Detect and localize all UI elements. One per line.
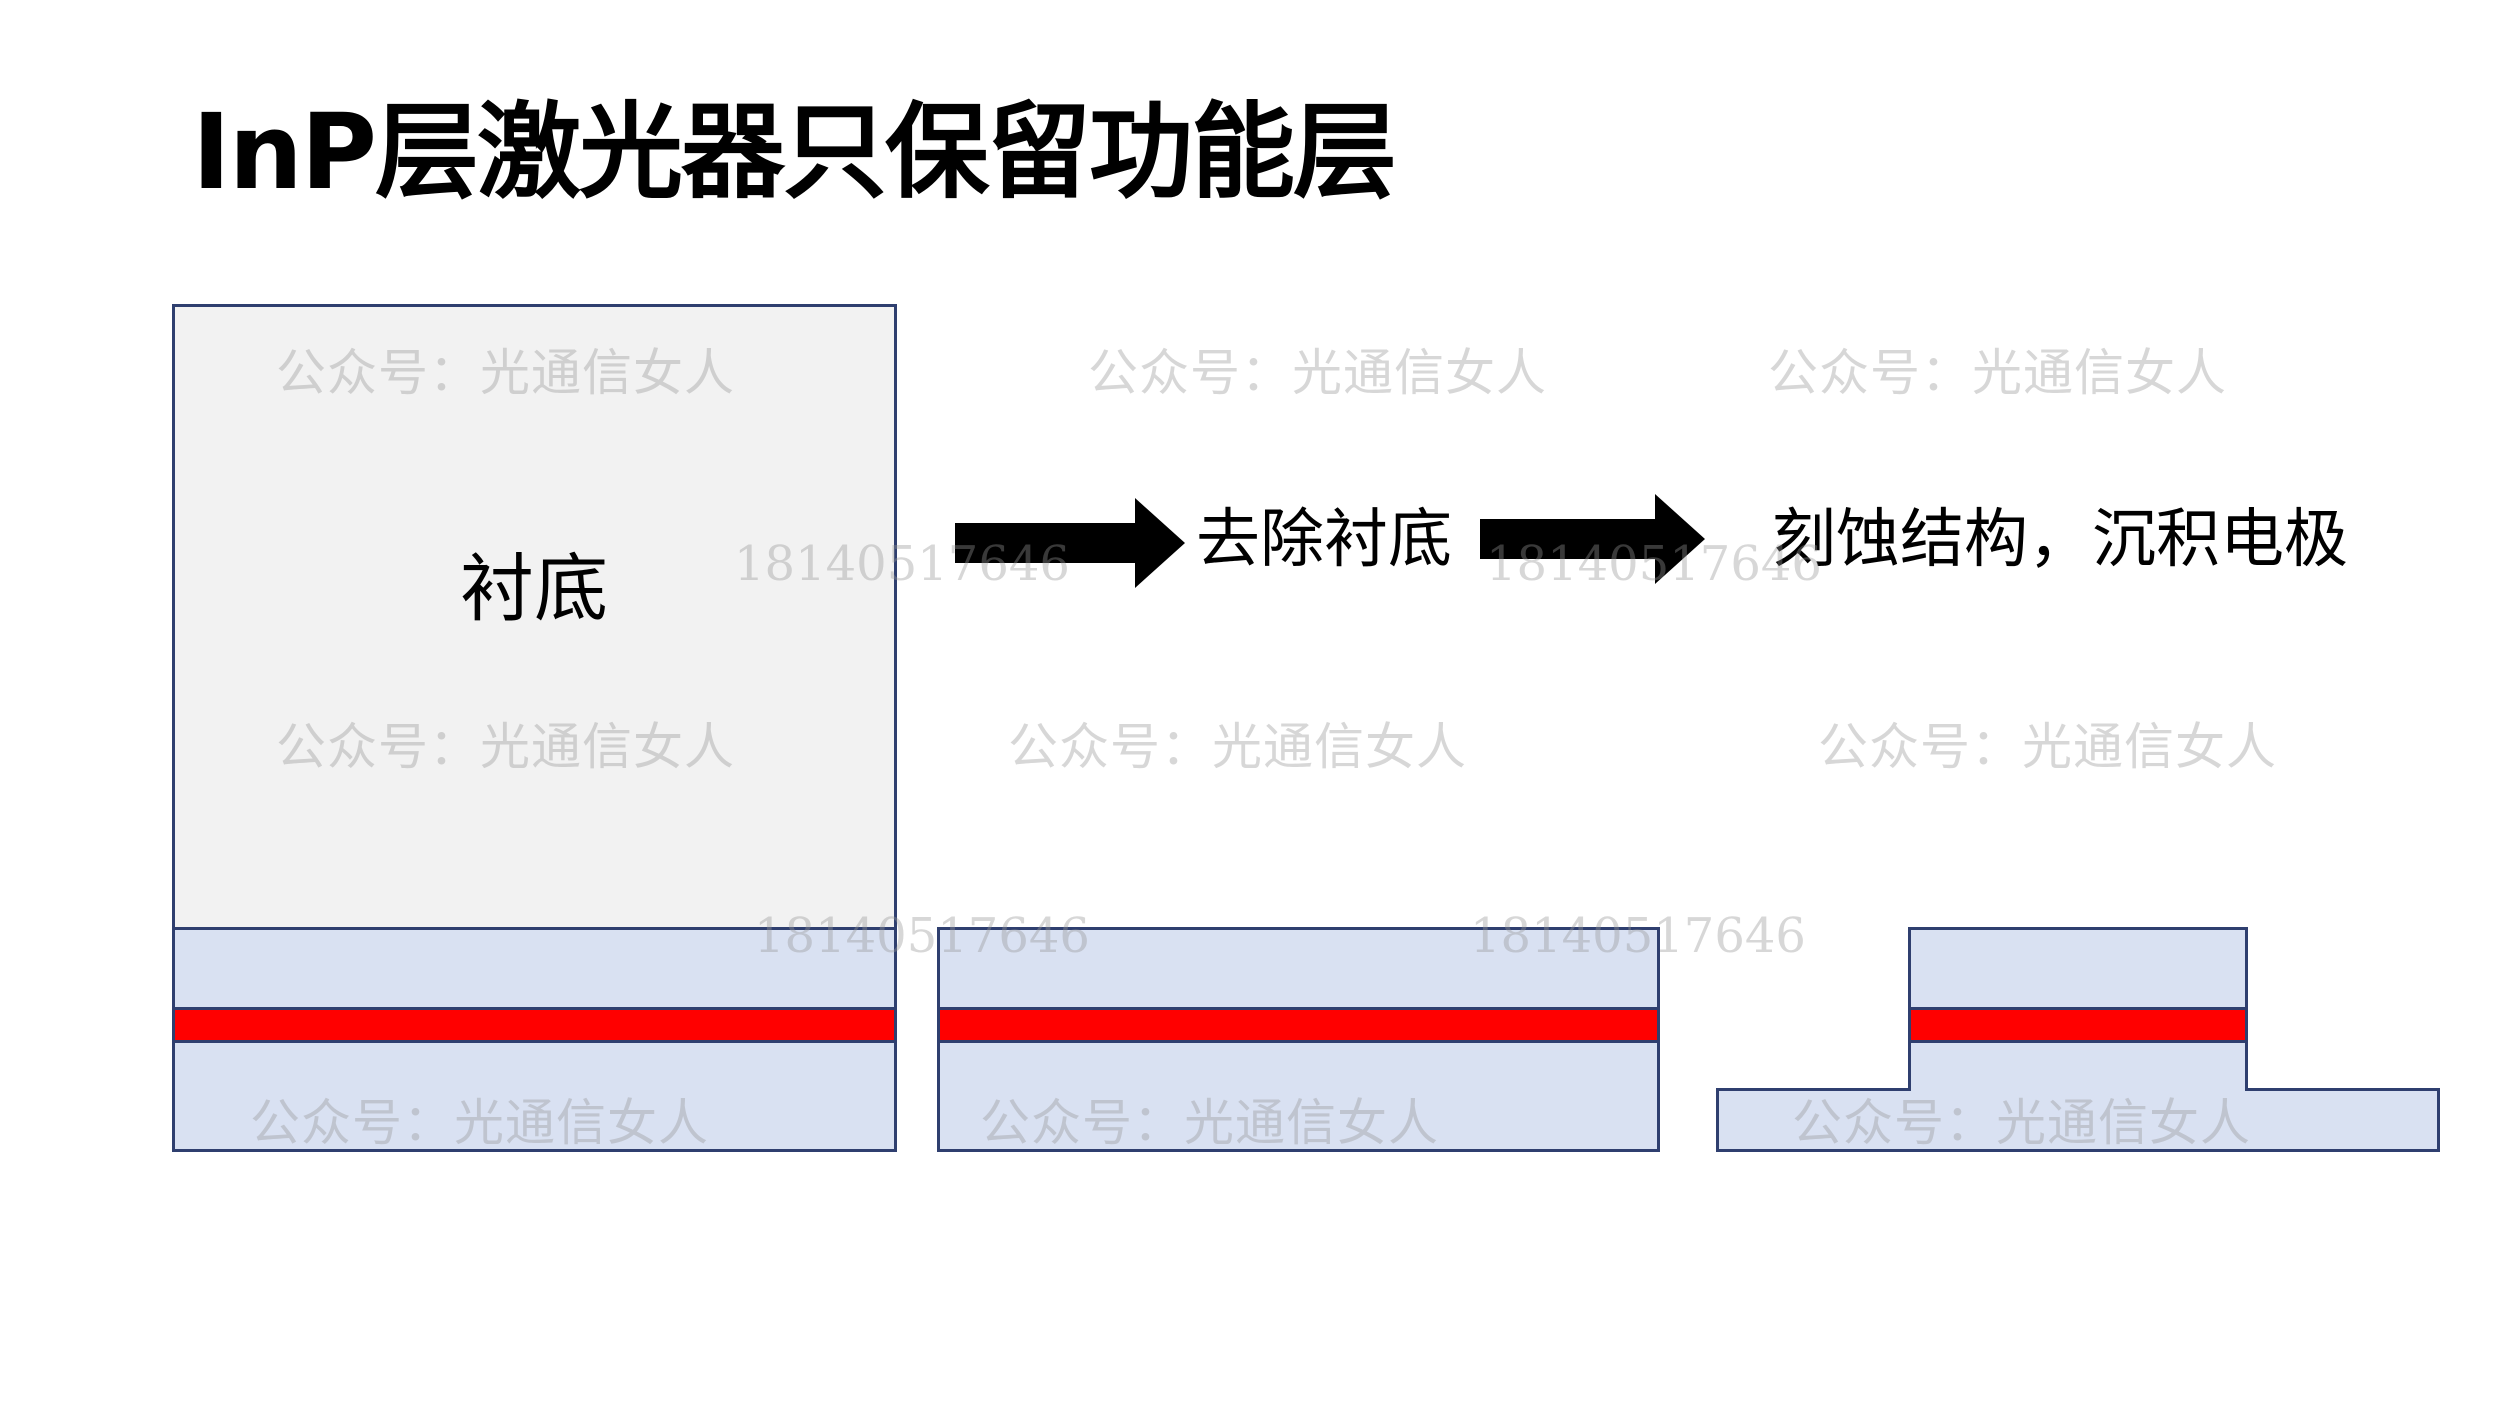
- substrate-label: 衬底: [460, 546, 608, 632]
- upper-cladding-layer: [937, 927, 1660, 1010]
- ridge-upper-cladding: [1908, 927, 2248, 1010]
- step-remove-substrate-label: 去除衬底: [1196, 503, 1452, 577]
- watermark-text: 公众号：光通信女人: [1008, 718, 1467, 776]
- active-layer: [937, 1007, 1660, 1043]
- right-arrow-icon: [955, 498, 1185, 588]
- active-layer: [172, 1007, 897, 1043]
- lower-cladding-layer: [937, 1040, 1660, 1152]
- watermark-text: 公众号：光通信女人: [1818, 718, 2277, 776]
- upper-cladding-layer: [172, 927, 897, 1010]
- ridge-active-layer: [1908, 1007, 2248, 1043]
- lower-cladding-layer: [172, 1040, 897, 1152]
- slab-ridge-join: [1911, 1086, 2245, 1092]
- right-arrow-icon: [1480, 494, 1705, 584]
- ridge-lower-cladding: [1908, 1040, 2248, 1092]
- substrate-layer: [172, 304, 897, 930]
- watermark-text: 公众号：光通信女人: [1088, 344, 1547, 402]
- slab-base: [1716, 1088, 2440, 1152]
- slide-title: InP层激光器只保留功能层: [192, 91, 1397, 213]
- watermark-text: 公众号：光通信女人: [1768, 344, 2227, 402]
- step-etch-deposit-label: 刻蚀结构，沉积电极: [1772, 503, 2348, 577]
